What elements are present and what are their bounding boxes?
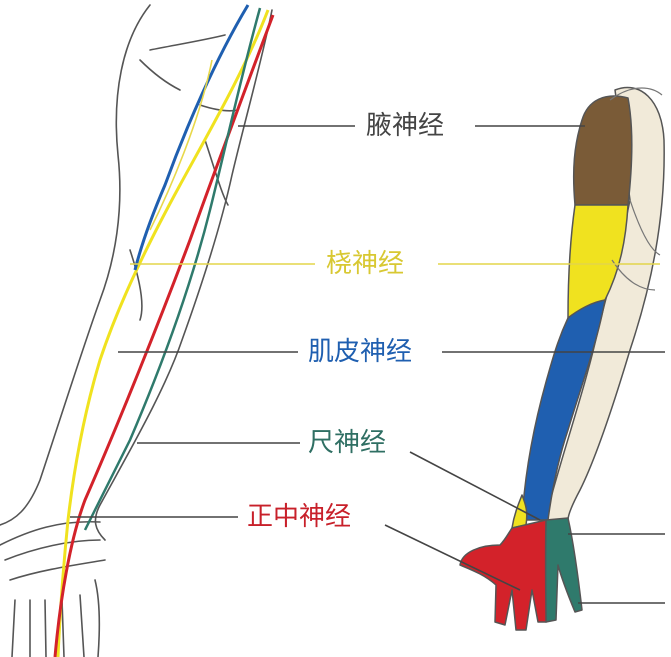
- leader-lines: [70, 125, 665, 604]
- label-axillary-nerve: 腋神经: [362, 111, 449, 141]
- right-musculocutaneous-region: [521, 299, 606, 521]
- left-arm-outline: [0, 4, 273, 657]
- left-median-nerve-line: [53, 14, 275, 657]
- ulnar-leader-diagonal: [409, 451, 541, 521]
- label-median-nerve: 正中神经: [243, 502, 356, 532]
- right-median-region: [459, 519, 547, 631]
- left-musculocutaneous-nerve-line: [133, 4, 250, 271]
- label-ulnar-nerve: 尺神经: [304, 428, 391, 458]
- right-axillary-region: [572, 95, 633, 206]
- median-leader-diagonal: [384, 524, 521, 591]
- left-ulnar-nerve-line: [83, 7, 262, 531]
- right-arm-regions: [459, 86, 665, 631]
- left-radial-nerve-line: [56, 9, 270, 657]
- label-radial-nerve: 桡神经: [322, 249, 409, 279]
- left-radial-branch: [149, 59, 213, 231]
- label-musculocutaneous-nerve: 肌皮神经: [304, 337, 417, 367]
